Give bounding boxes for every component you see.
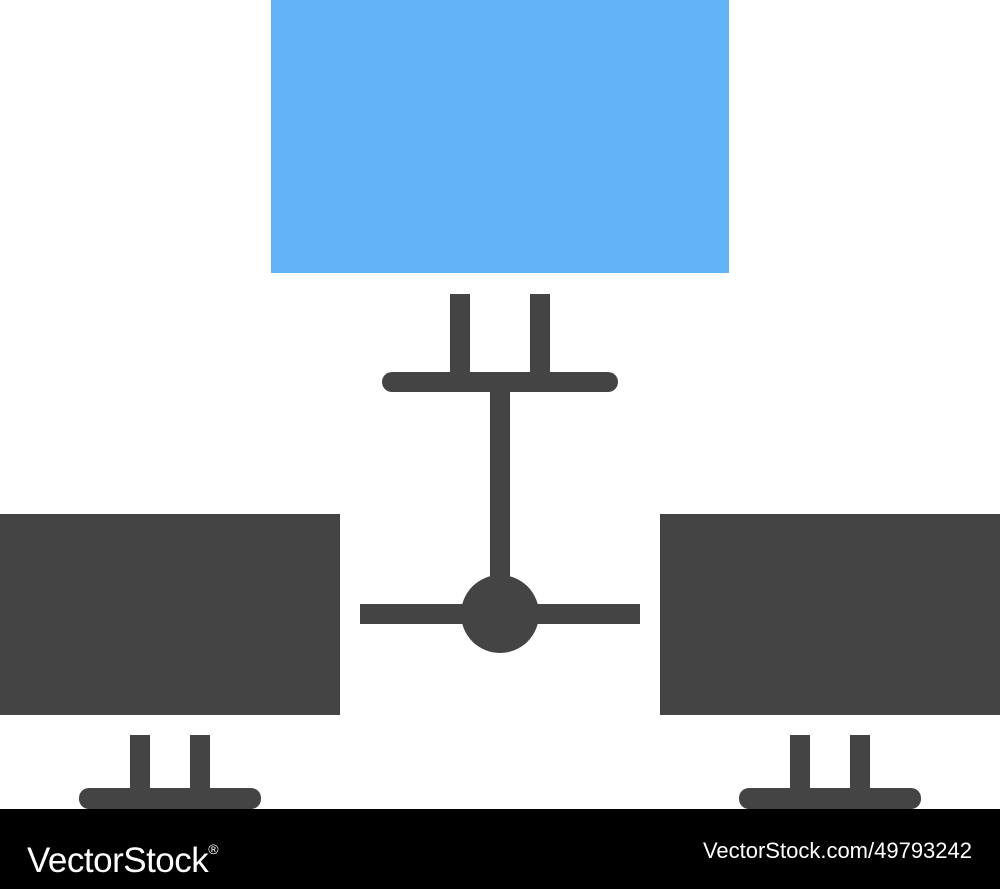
- vectorstock-logo-text: VectorStock: [27, 841, 209, 880]
- left-monitor-base: [79, 788, 261, 809]
- left-monitor-screen: [0, 514, 340, 715]
- left-monitor-leg-right: [190, 735, 210, 795]
- server-monitor-leg-left: [450, 294, 470, 376]
- server-monitor-base: [382, 372, 618, 392]
- left-monitor-leg-left: [130, 735, 150, 795]
- network-hub-icon: [360, 575, 640, 653]
- client-monitor-left-icon: [0, 514, 340, 809]
- server-monitor-screen: [271, 0, 729, 273]
- server-to-hub-line: [490, 390, 510, 590]
- client-monitor-right-icon: [660, 514, 1000, 809]
- right-monitor-base: [739, 788, 921, 809]
- server-monitor-icon: [271, 0, 729, 392]
- network-diagram: [0, 0, 1000, 809]
- watermark-footer: VectorStock® VectorStock.com/49793242: [0, 809, 1000, 889]
- right-monitor-leg-left: [790, 735, 810, 795]
- vectorstock-logo: VectorStock®: [27, 829, 219, 881]
- right-monitor-screen: [660, 514, 1000, 715]
- server-monitor-leg-right: [530, 294, 550, 376]
- image-id-text: VectorStock.com/49793242: [702, 838, 972, 863]
- right-monitor-leg-right: [850, 735, 870, 795]
- registered-mark: ®: [208, 841, 219, 857]
- hub-node: [461, 575, 539, 653]
